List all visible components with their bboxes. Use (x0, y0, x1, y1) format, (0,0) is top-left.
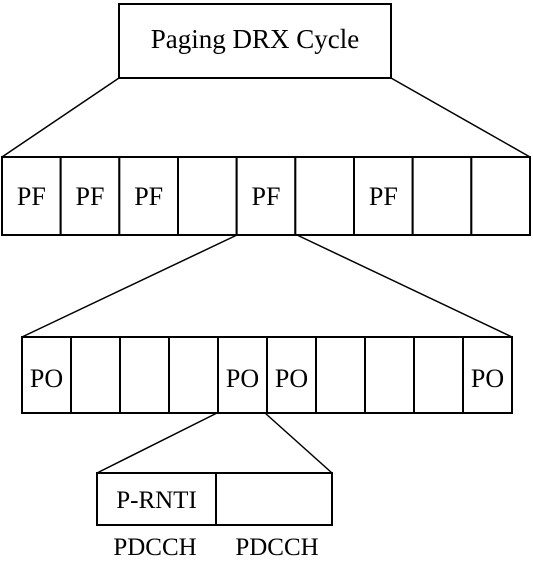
pdcch-cell (215, 472, 333, 526)
paging-occasion-cell-box (315, 336, 366, 414)
paging-occasion-cell-box (217, 336, 268, 414)
link-occasion-to-pdcch-left (96, 412, 218, 474)
paging-frame-cell-label: PF (369, 182, 398, 211)
link-frame-to-occasions-left (21, 234, 238, 338)
paging-frame-cell-box (294, 156, 356, 236)
paging-frame-cell-box (353, 156, 414, 236)
paging-occasion-cell-box (266, 336, 317, 414)
paging-drx-cycle-group: Paging DRX Cycle (118, 3, 392, 79)
paging-occasion-cell-box (168, 336, 219, 414)
paging-frame-cell: PF (59, 156, 121, 236)
paging-occasion-cell-box (70, 336, 121, 414)
paging-occasion-cell: PO (217, 336, 268, 414)
paging-frame-cell-label: PF (134, 182, 163, 211)
paging-frame-cell: PF (353, 156, 414, 236)
paging-frame-cell-label: PF (76, 182, 105, 211)
p-rnti-label: P-RNTI (116, 487, 197, 514)
paging-drx-cycle-label: Paging DRX Cycle (151, 24, 360, 54)
paging-frames-row: PF PF PF PF PF (1, 156, 532, 236)
paging-occasion-cell: PO (21, 336, 72, 414)
paging-occasion-cell-box (119, 336, 170, 414)
paging-frame-cell: PF (118, 156, 180, 236)
paging-occasion-cell (70, 336, 121, 414)
pdcch-caption: PDCCH (113, 534, 196, 561)
pdcch-row: P-RNTI (96, 472, 333, 526)
paging-occasion-cell-box (21, 336, 72, 414)
paging-frame-cell (294, 156, 356, 236)
paging-frame-cell: PF (235, 156, 297, 236)
paging-frame-cell (177, 156, 238, 236)
link-cycle-to-frames-right (390, 77, 531, 158)
paging-frame-cell-box (177, 156, 238, 236)
paging-occasion-cell-label: PO (226, 364, 259, 393)
pdcch-captions: PDCCH PDCCH (113, 534, 318, 561)
paging-occasion-cell: PO (266, 336, 317, 414)
paging-frame-cell-box (470, 156, 532, 236)
pdcch-cell: P-RNTI (96, 472, 217, 526)
link-frame-to-occasions-right (296, 234, 513, 338)
paging-occasion-cell-box (462, 336, 513, 414)
paging-frame-cell-box (59, 156, 121, 236)
paging-occasion-cell (119, 336, 170, 414)
paging-frame-cell (470, 156, 532, 236)
paging-occasion-cell-label: PO (275, 364, 308, 393)
paging-occasion-cell-label: PO (30, 364, 63, 393)
paging-occasion-cell (168, 336, 219, 414)
paging-occasions-row: PO PO PO PO (21, 336, 513, 414)
link-occasion-to-pdcch-right (264, 412, 333, 474)
paging-occasion-cell: PO (462, 336, 513, 414)
paging-drx-cycle-box (118, 3, 392, 79)
paging-frame-cell: PF (1, 156, 62, 236)
paging-occasion-cell (315, 336, 366, 414)
paging-frame-cell-box (235, 156, 297, 236)
paging-occasion-cell (364, 336, 415, 414)
paging-occasion-cell-box (364, 336, 415, 414)
paging-frame-cell (411, 156, 473, 236)
paging-frame-cell-box (411, 156, 473, 236)
paging-occasion-cell (413, 336, 464, 414)
paging-frame-cell-label: PF (17, 182, 46, 211)
link-cycle-to-frames-left (1, 77, 120, 158)
paging-frame-cell-label: PF (252, 182, 281, 211)
paging-occasion-cell-label: PO (471, 364, 504, 393)
pdcch-caption: PDCCH (235, 534, 318, 561)
paging-occasion-cell-box (413, 336, 464, 414)
pdcch-cell-box (215, 472, 333, 526)
paging-frame-cell-box (1, 156, 62, 236)
